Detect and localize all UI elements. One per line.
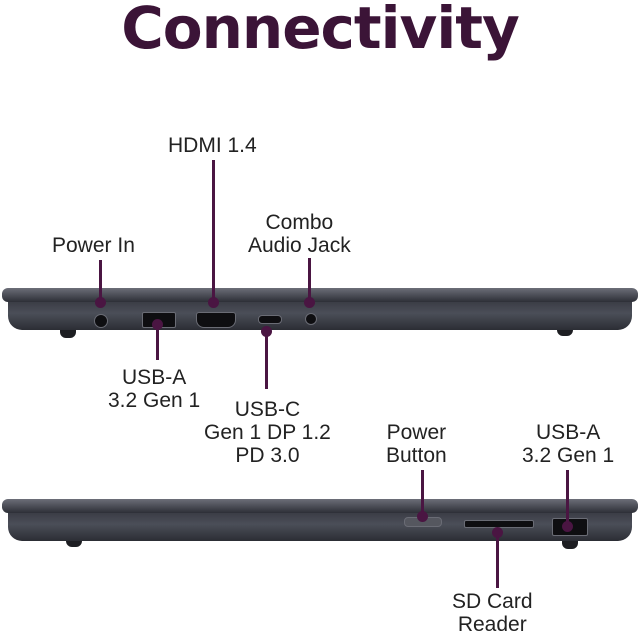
power-button-label: Power Button: [386, 421, 447, 467]
sd-card-label: SD Card Reader: [452, 590, 533, 636]
audio-jack-label-line1: Combo: [265, 211, 334, 234]
power-button-callout-dot: [417, 511, 428, 522]
hdmi-callout-dot: [208, 297, 219, 308]
sd-card-callout-line: [496, 530, 499, 588]
power-button-callout-line: [421, 470, 424, 517]
audio-jack-callout-dot: [304, 297, 315, 308]
usb-a-right-callout-line: [566, 470, 569, 527]
laptop-foot: [562, 541, 578, 549]
laptop-foot: [557, 330, 573, 336]
laptop-foot: [66, 541, 82, 547]
usb-a-callout-dot: [152, 319, 163, 330]
laptop-base: [8, 302, 632, 330]
power-in-callout-line: [99, 260, 102, 303]
usb-c-label-line3: PD 3.0: [235, 444, 300, 467]
power-button-label-line1: Power: [386, 421, 447, 444]
usb-c-callout-line: [265, 327, 268, 389]
audio-jack-callout-line: [308, 258, 311, 303]
power-in-port: [94, 314, 108, 328]
hdmi-port: [196, 312, 236, 328]
laptop-base: [8, 513, 632, 541]
power-in-callout-dot: [95, 297, 106, 308]
laptop-foot: [60, 330, 76, 338]
usb-a-right-label-line2: 3.2 Gen 1: [522, 444, 615, 467]
usb-c-label: USB-C Gen 1 DP 1.2 PD 3.0: [204, 398, 331, 467]
usb-a-label-line2: 3.2 Gen 1: [108, 389, 201, 412]
laptop-lid: [2, 499, 638, 513]
usb-a-right-label: USB-A 3.2 Gen 1: [522, 421, 614, 467]
usb-c-callout-dot: [261, 326, 272, 337]
sd-card-label-line1: SD Card: [452, 590, 533, 613]
hdmi-callout-line: [212, 160, 215, 303]
audio-jack-label: Combo Audio Jack: [248, 211, 351, 257]
usb-c-port: [258, 315, 282, 324]
usb-c-label-line2: Gen 1 DP 1.2: [204, 421, 331, 444]
sd-card-callout-dot: [492, 527, 503, 538]
sd-card-label-line2: Reader: [457, 613, 527, 636]
power-button-label-line2: Button: [386, 444, 447, 467]
hdmi-label: HDMI 1.4: [168, 134, 257, 157]
laptop-right-side: [2, 499, 638, 557]
usb-a-callout-line: [156, 322, 159, 360]
usb-a-right-callout-dot: [562, 521, 573, 532]
usb-c-label-line1: USB-C: [234, 398, 301, 421]
usb-a-label: USB-A 3.2 Gen 1: [108, 366, 200, 412]
audio-jack-port: [305, 313, 317, 325]
power-in-label: Power In: [52, 234, 135, 257]
usb-a-right-label-line1: USB-A: [536, 421, 601, 444]
laptop-lid: [2, 288, 638, 302]
audio-jack-label-line2: Audio Jack: [248, 234, 351, 257]
page-title: Connectivity: [121, 0, 520, 62]
laptop-left-side: [2, 288, 638, 348]
usb-a-label-line1: USB-A: [122, 366, 187, 389]
